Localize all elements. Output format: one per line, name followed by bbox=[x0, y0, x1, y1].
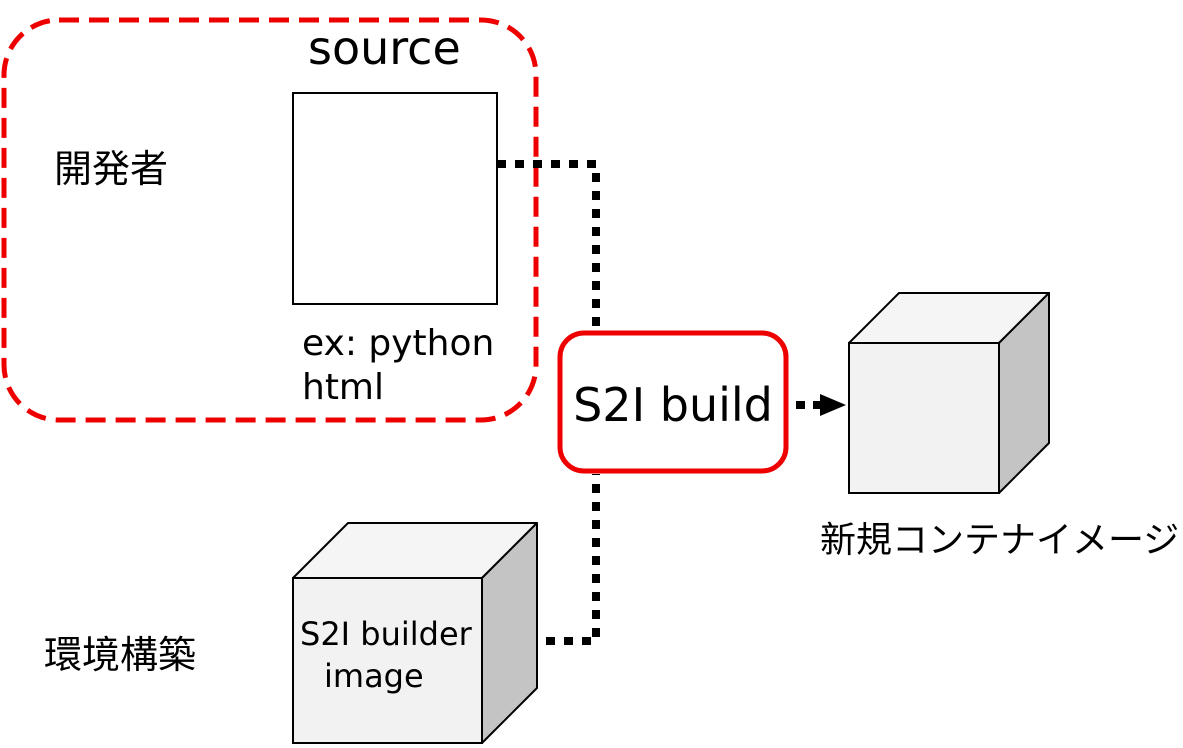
s2i-build-box bbox=[557, 330, 789, 474]
output-container-cube bbox=[848, 292, 1050, 494]
output-cube-front bbox=[848, 342, 1000, 494]
environment-setup-label: 環境構築 bbox=[44, 633, 197, 677]
new-container-image-label: 新規コンテナイメージ bbox=[820, 520, 1180, 561]
source-document-box bbox=[292, 92, 498, 305]
source-to-build-connector bbox=[497, 160, 600, 330]
builder-image-name-line2: image bbox=[324, 657, 424, 695]
source-group-boundary bbox=[1, 17, 539, 423]
source-example-line1: ex: python bbox=[302, 323, 495, 364]
builder-to-build-connector bbox=[546, 474, 600, 645]
builder-cube-front bbox=[292, 577, 483, 744]
developer-label: 開発者 bbox=[54, 147, 169, 191]
source-title: source bbox=[308, 21, 461, 75]
builder-image-name-line1: S2I builder bbox=[300, 615, 472, 653]
build-to-output-arrowhead bbox=[820, 394, 846, 416]
source-example-line2: html bbox=[302, 367, 385, 408]
s2i-build-label: S2I build bbox=[573, 378, 773, 432]
builder-image-cube bbox=[292, 522, 538, 744]
